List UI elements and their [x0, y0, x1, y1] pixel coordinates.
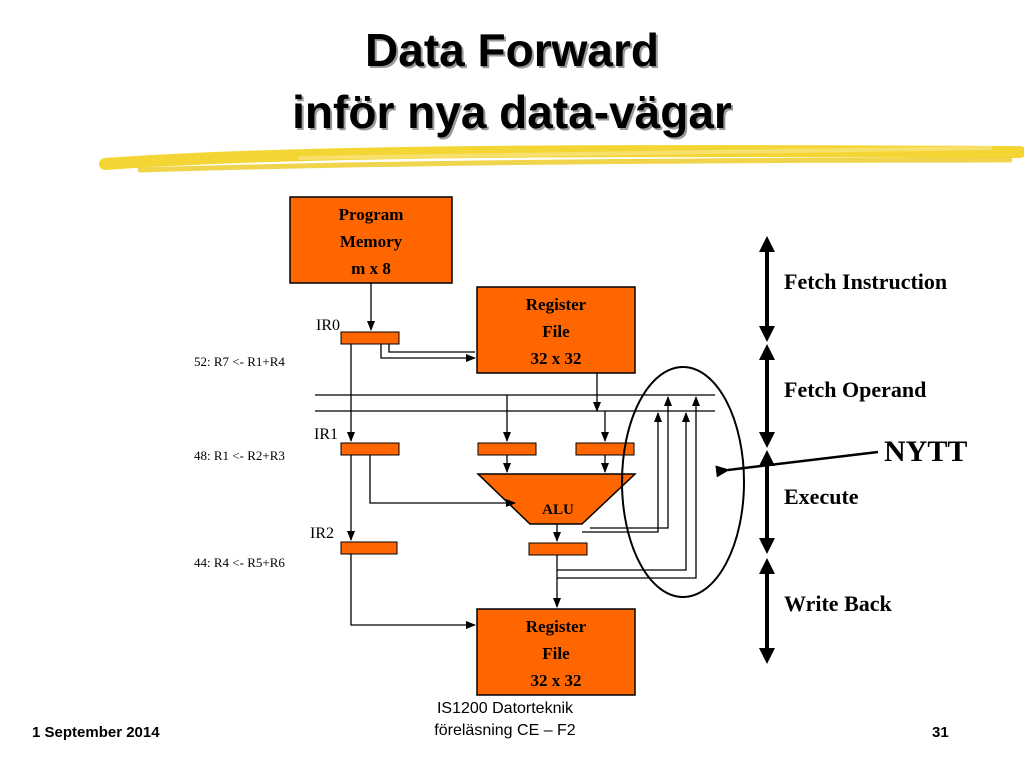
- instruction-44: 44: R4 <- R5+R6: [194, 555, 285, 570]
- register-file-bottom-label-2: File: [542, 644, 570, 663]
- footer-course-line-1: IS1200 Datorteknik: [436, 700, 574, 717]
- slide-title-line-2: inför nya data-vägar: [292, 86, 732, 138]
- register-file-top-label-3: 32 x 32: [531, 349, 582, 368]
- footer-date: 1 September 2014: [32, 724, 160, 741]
- footer-page-number: 31: [932, 724, 949, 741]
- ir1-label: IR1: [314, 426, 338, 443]
- stage-fetch-operand: Fetch Operand: [784, 377, 926, 402]
- stage-execute: Execute: [784, 484, 859, 509]
- nytt-arrow: [715, 450, 879, 478]
- ir2-register: [340, 541, 398, 555]
- alu-result-register: [528, 542, 588, 556]
- ir0-register: [340, 331, 400, 345]
- stage-arrowheads: [759, 236, 775, 664]
- register-file-top-label-1: Register: [526, 295, 587, 314]
- ir1-register: [340, 442, 400, 456]
- register-file-bottom-label-1: Register: [526, 617, 587, 636]
- footer-course: IS1200 Datorteknik föreläsning CE – F2: [380, 698, 630, 742]
- stage-fetch-instruction: Fetch Instruction: [784, 269, 947, 294]
- datapath-wires: [315, 283, 715, 629]
- program-memory-label-1: Program: [339, 205, 404, 224]
- program-memory-label-3: m x 8: [351, 259, 391, 278]
- title-underline-highlight: [99, 145, 1024, 173]
- ir0-label: IR0: [316, 317, 340, 334]
- instruction-52: 52: R7 <- R1+R4: [194, 354, 285, 369]
- slide-title-line-1: Data Forward: [365, 24, 659, 76]
- alu-label: ALU: [542, 502, 574, 518]
- register-file-top-box: [476, 286, 636, 374]
- register-file-top-label-2: File: [542, 322, 570, 341]
- operand-a-register: [477, 442, 537, 456]
- nytt-label: NYTT: [884, 435, 967, 468]
- ir2-label: IR2: [310, 525, 334, 542]
- register-file-bottom-box: [476, 608, 636, 696]
- footer-course-line-2: föreläsning CE – F2: [434, 722, 576, 739]
- new-paths-highlight-ellipse: [621, 366, 745, 598]
- register-file-bottom-label-3: 32 x 32: [531, 671, 582, 690]
- stage-write-back: Write Back: [784, 591, 893, 616]
- instruction-48: 48: R1 <- R2+R3: [194, 448, 285, 463]
- alu-shape: [476, 473, 637, 525]
- program-memory-label-2: Memory: [340, 232, 403, 251]
